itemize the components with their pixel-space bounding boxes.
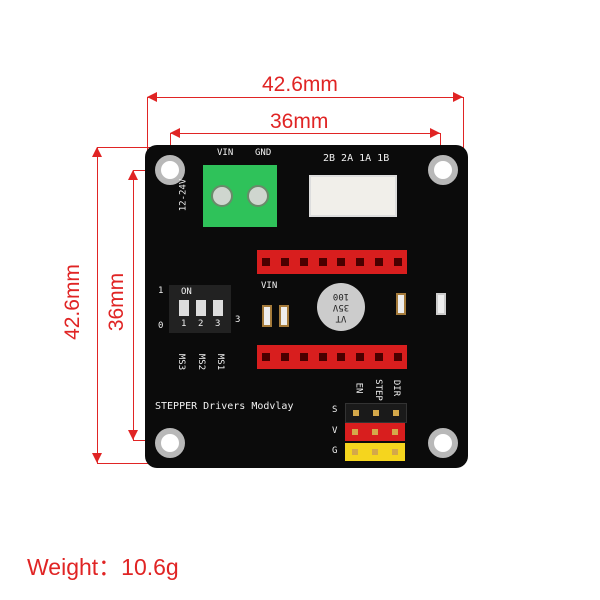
arrow-right-icon [453, 92, 463, 102]
ms2-label: MS2 [196, 353, 207, 371]
outer-width-line [147, 97, 463, 98]
inner-width-label: 36mm [270, 110, 329, 133]
arrow-right-icon [430, 128, 440, 138]
arrow-up-icon [128, 170, 138, 180]
screw-icon [247, 185, 269, 207]
mounting-hole [155, 428, 185, 458]
outer-height-label: 42.6mm [60, 264, 84, 340]
power-pin-header [345, 423, 405, 441]
motor-labels: 2B 2A 1A 1B [323, 153, 390, 164]
mounting-hole [155, 155, 185, 185]
arrow-left-icon [147, 92, 157, 102]
weight-label: Weight：10.6g [27, 554, 179, 580]
inner-height-line [133, 170, 134, 440]
extension-line [147, 97, 148, 157]
motor-connector [309, 175, 397, 217]
extension-line [463, 97, 464, 157]
resistor [279, 305, 289, 327]
dip-on-label: ON [181, 287, 192, 297]
dip-switch-1[interactable] [179, 300, 189, 316]
v-label: V [332, 426, 338, 436]
led [436, 293, 446, 315]
voltage-label: 12-24V [178, 178, 189, 212]
g-label: G [332, 446, 338, 456]
ms3-label: MS3 [176, 353, 187, 371]
outer-height-line [97, 147, 98, 463]
dip-num: 1 [181, 319, 187, 329]
arrow-left-icon [170, 128, 180, 138]
outer-width-label: 42.6mm [262, 73, 338, 96]
ground-pin-header [345, 443, 405, 461]
ms1-label: MS1 [215, 353, 226, 371]
screw-terminal [203, 165, 277, 227]
signal-pin-header [345, 403, 407, 423]
dip-switch[interactable]: ON 1 2 3 [169, 285, 231, 333]
dip-num: 3 [215, 319, 221, 329]
step-label: STEP [372, 379, 383, 401]
capacitor: VT 35V 100 [317, 283, 365, 331]
mounting-hole [428, 155, 458, 185]
screw-icon [211, 185, 233, 207]
dip-0-label: 0 [158, 321, 164, 331]
dir-label: DIR [391, 379, 402, 397]
inner-height-label: 36mm [105, 272, 129, 332]
resistor [262, 305, 272, 327]
dip-3-label: 3 [235, 315, 241, 325]
vin-label: VIN [217, 148, 234, 158]
cap-text: VT [335, 313, 347, 323]
extension-line [97, 147, 157, 148]
driver-header-bottom [257, 345, 407, 369]
driver-header-top [257, 250, 407, 274]
extension-line [97, 463, 157, 464]
arrow-down-icon [92, 453, 102, 463]
s-label: S [332, 405, 338, 415]
cap-text: 100 [332, 291, 350, 301]
dip-num: 2 [198, 319, 204, 329]
arrow-down-icon [128, 430, 138, 440]
inner-width-line [170, 133, 440, 134]
board-title: STEPPER Drivers Modvlay [155, 401, 294, 412]
header-vin-label: VIN [261, 281, 278, 291]
dip-switch-2[interactable] [196, 300, 206, 316]
pcb-board: VIN GND 12-24V 2B 2A 1A 1B VIN ON 1 2 3 … [145, 145, 468, 468]
cap-text: 35V [332, 302, 350, 312]
arrow-up-icon [92, 147, 102, 157]
dip-switch-3[interactable] [213, 300, 223, 316]
mounting-hole [428, 428, 458, 458]
resistor [396, 293, 406, 315]
gnd-label: GND [255, 148, 272, 158]
en-label: EN [353, 382, 364, 394]
dip-1-label: 1 [158, 286, 164, 296]
